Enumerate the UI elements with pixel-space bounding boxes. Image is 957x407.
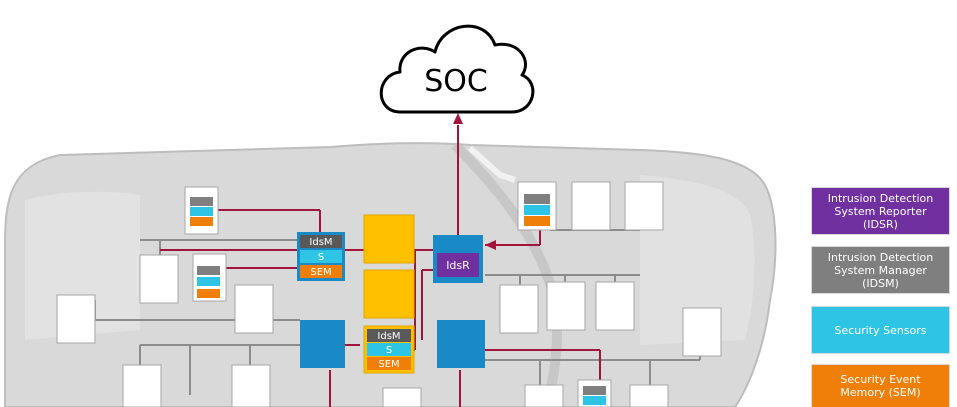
sensor-ecu — [577, 379, 612, 407]
s-label: S — [318, 252, 324, 263]
idsm-stack-top: IdsM S SEM — [297, 232, 345, 281]
sensor-ecu — [192, 253, 227, 302]
ecu-box — [382, 387, 422, 407]
idsm-stack-center: IdsM S SEM — [363, 325, 415, 374]
ecu-box — [234, 284, 274, 334]
idsr-label: IdsR — [446, 259, 470, 272]
gateway-block — [363, 214, 415, 264]
sem-label: SEM — [378, 359, 399, 370]
sem-label: SEM — [310, 267, 331, 278]
legend-idsm: Intrusion Detection System Manager (IDSM… — [811, 246, 950, 294]
idsm-label: IdsM — [377, 331, 400, 342]
gateway-block — [363, 269, 415, 319]
ecu-box — [499, 284, 539, 334]
s-label: S — [386, 345, 392, 356]
cloud-label: SOC — [424, 64, 488, 99]
ecu-box — [682, 307, 722, 357]
ecu-box — [139, 254, 179, 304]
ecu-box — [595, 281, 635, 331]
idsr-block: IdsR — [433, 235, 483, 283]
ecu-box — [524, 384, 564, 407]
legend-security-event-memory: Security Event Memory (SEM) — [811, 364, 950, 407]
ecu-boxes — [56, 181, 722, 407]
domain-controller-block — [437, 320, 485, 368]
domain-controller-block — [300, 320, 345, 368]
ecu-box — [629, 384, 669, 407]
arrow-from-sensor-right — [485, 240, 496, 250]
soc-cloud: SOC — [379, 24, 535, 114]
arrow-to-soc — [453, 113, 463, 124]
sensor-ecu — [184, 186, 219, 235]
ecu-box — [571, 181, 611, 231]
ecu-box — [231, 364, 271, 407]
legend-security-sensors: Security Sensors — [811, 306, 950, 354]
security-connections — [160, 125, 601, 407]
ecu-box — [56, 294, 96, 344]
sensor-ecu — [517, 181, 557, 231]
ecu-box — [546, 281, 586, 331]
legend-idsr: Intrusion Detection System Reporter (IDS… — [811, 187, 950, 235]
idsm-label: IdsM — [309, 237, 332, 248]
ecu-box — [122, 364, 162, 407]
ecu-box — [624, 181, 664, 231]
